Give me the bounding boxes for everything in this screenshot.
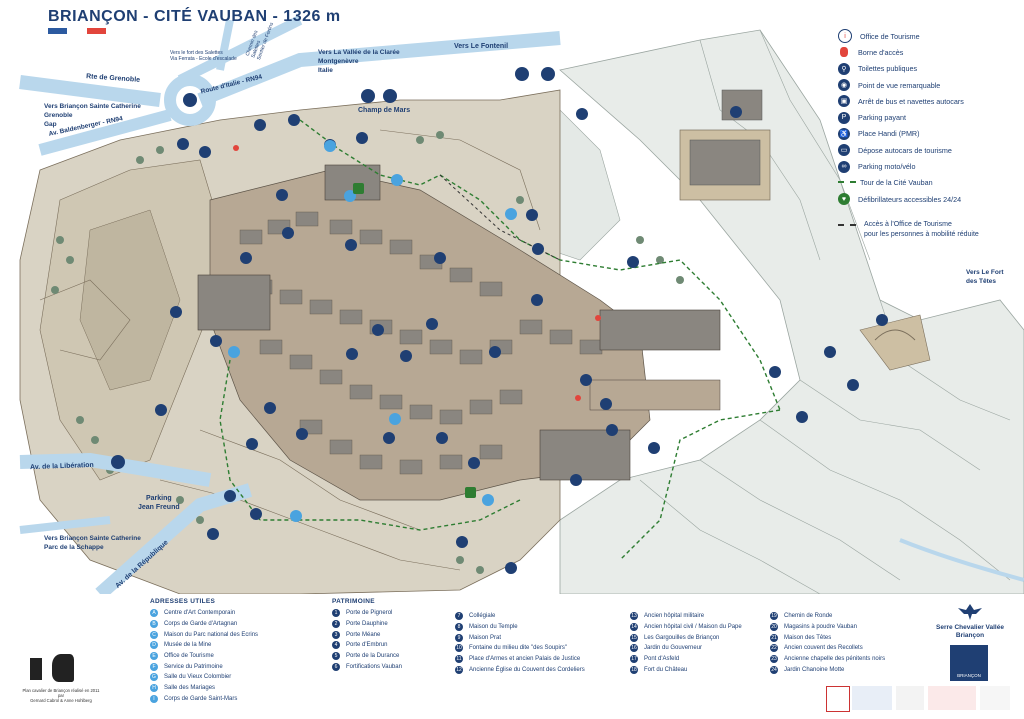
pays-art-logo-icon [980,686,1010,710]
place-parking-jean-freund: Parking Jean Freund [138,495,180,511]
direction-sainte-catherine-bottom: Vers Briançon Sainte Catherine Parc de l… [44,535,141,551]
legend-item: Borne d'accès [838,44,1024,60]
reduced-mobility-note: Accès à l'Office de Tourisme pour les pe… [838,220,1018,240]
tourist-office-icon: i [838,29,852,44]
direction-sainte-catherine-top: Vers Briançon Sainte Catherine Grenoble … [44,103,141,128]
direction-fort-tetes: Vers Le Fort des Têtes [966,269,1004,285]
map-markers [111,67,888,574]
legend-item: ♥Défibrillateurs accessibles 24/24 [838,191,1024,207]
adresses-title: ADRESSES UTILES [150,598,216,605]
bike-parking-icon: ∞ [838,160,850,173]
legend-item: ◉Point de vue remarquable [838,77,1024,93]
legend-item: ⚲Toilettes publiques [838,61,1024,77]
coach-dropoff-icon: ▭ [838,144,850,157]
bus-stop-icon: ▣ [838,95,850,108]
knight-logo-icon [52,654,74,682]
credits-text: Plan cavalier de Briançon réalisé en 201… [22,688,100,703]
defibrillator-icon: ♥ [838,193,850,206]
legend-item: ▭Dépose autocars de tourisme [838,142,1024,158]
direction-fontenil: Vers Le Fontenil [454,43,509,50]
roads [19,15,561,600]
serre-chevalier-brand: Serre Chevalier Vallée Briançon [928,604,1012,640]
reseau-vauban-logo-icon [928,686,976,710]
toilets-icon: ⚲ [838,62,850,75]
viewpoint-icon: ◉ [838,79,850,92]
eagle-logo-icon [958,604,982,620]
dashed-path-icon [838,224,856,240]
qr-sticker-icon [30,658,42,680]
old-town-buildings [197,164,721,501]
walking-tour-icon [838,180,856,185]
access-post-icon [840,47,848,58]
disabled-parking-icon: ♿ [838,127,850,140]
parking-icon: P [838,111,850,124]
french-flag [48,28,106,34]
legend-item: ♿Place Handi (PMR) [838,127,920,140]
direction-salettes: Vers le fort des Salettes Via Ferrata - … [170,50,237,62]
unesco-logo-icon [852,686,892,710]
legend-item: ▣Arrêt de bus et navettes autocars [838,93,1024,109]
trees [51,131,684,574]
map-title: BRIANÇON - CITÉ VAUBAN - 1326 m [48,8,341,25]
place-champ-de-mars: Champ de Mars [358,107,411,114]
direction-claree: Vers La Vallée de la Clarée Montgenèvre … [318,49,400,74]
legend-item: ∞Parking moto/vélo [838,158,1024,174]
partner-logo-icon [896,686,924,710]
legend-item: Tour de la Cité Vauban [838,175,1024,191]
partner-flag-logo-icon [826,686,850,712]
patrimoine-title: PATRIMOINE [332,598,375,605]
briancon-logo: BRIANÇON [950,645,988,681]
